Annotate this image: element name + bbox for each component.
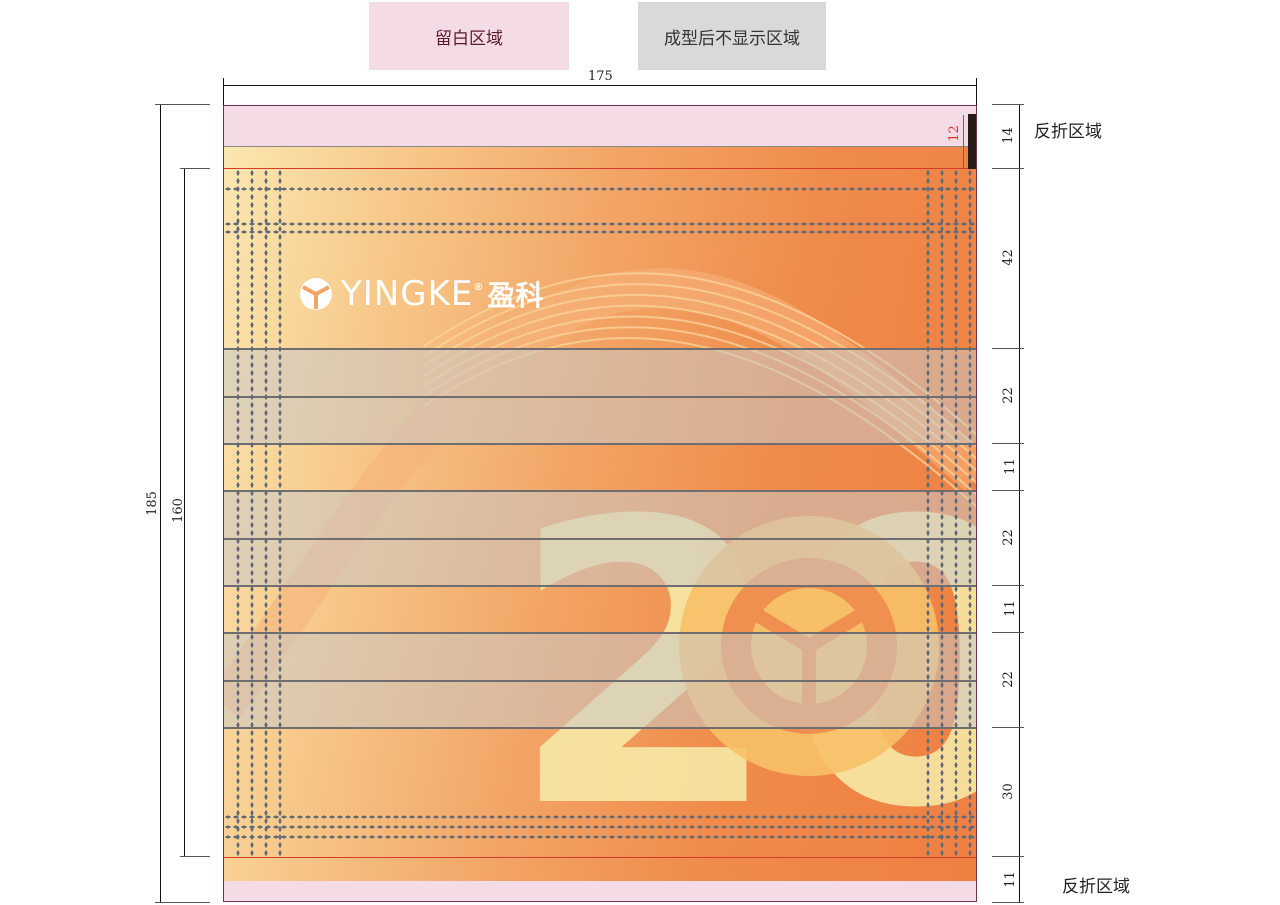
- right-tick: [992, 348, 1024, 349]
- fold-line-top: [224, 146, 976, 147]
- crease-line: [224, 727, 976, 729]
- total-height-value: 185: [144, 491, 160, 516]
- cut-line-top: [224, 168, 976, 169]
- legend-blank-area: 留白区域: [369, 2, 569, 70]
- top-inner-value: 12: [946, 125, 962, 142]
- seam-dots-bottom-1: [224, 815, 976, 819]
- right-tick: [992, 168, 1024, 169]
- seam-dots-top-3: [224, 230, 976, 234]
- segment-value: 30: [1000, 783, 1016, 800]
- crease-line: [224, 680, 976, 682]
- width-tick-right: [976, 78, 977, 105]
- crease-line: [224, 585, 976, 587]
- crease-line: [224, 348, 976, 350]
- legend-hidden-area: 成型后不显示区域: [638, 2, 826, 70]
- seam-dots-right-1: [926, 169, 930, 857]
- width-value: 175: [588, 69, 613, 84]
- right-tick: [992, 632, 1024, 633]
- crease-line: [224, 538, 976, 540]
- right-tick: [992, 443, 1024, 444]
- width-dimension-line: [223, 85, 977, 86]
- seam-dots-right-2: [940, 169, 944, 857]
- right-tick: [992, 727, 1024, 728]
- bottom-fold-blank: [224, 881, 976, 901]
- seam-dots-left-1: [236, 169, 240, 857]
- segment-value: 22: [1000, 671, 1016, 688]
- top-fold-blank: [224, 106, 976, 146]
- segment-value: 22: [1000, 529, 1016, 546]
- seam-dots-right-3: [954, 169, 958, 857]
- seam-dots-top-2: [224, 222, 976, 226]
- segment-value: 42: [1000, 249, 1016, 266]
- cut-line-bottom: [224, 857, 976, 858]
- seam-dots-left-4: [278, 169, 282, 857]
- right-tick: [992, 585, 1024, 586]
- total-height-tick-top: [155, 104, 210, 105]
- right-tick: [992, 856, 1024, 857]
- segment-value: 11: [1002, 871, 1018, 888]
- seam-dots-right-4: [968, 169, 972, 857]
- brand-name: YINGKE: [341, 274, 474, 314]
- total-height-line: [160, 105, 161, 902]
- segment-value: 11: [1002, 458, 1018, 475]
- inner-height-tick-top: [180, 168, 210, 169]
- fold-label-top: 反折区域: [1034, 122, 1102, 142]
- right-tick: [992, 902, 1024, 903]
- right-tick: [992, 104, 1024, 105]
- fold-label-bottom: 反折区域: [1062, 877, 1130, 897]
- crease-line: [224, 443, 976, 445]
- total-height-tick-bottom: [155, 902, 210, 903]
- crease-line: [224, 490, 976, 492]
- inner-height-value: 160: [170, 498, 186, 523]
- brand-logo: YINGKE ® 盈科: [299, 274, 543, 314]
- brand-name-cn: 盈科: [487, 279, 544, 312]
- width-tick-left: [223, 78, 224, 105]
- crease-line: [224, 632, 976, 634]
- inner-height-tick-bottom: [180, 856, 210, 857]
- top-inner-marker: [968, 114, 976, 169]
- seam-dots-bottom-3: [224, 835, 976, 839]
- crease-line: [224, 396, 976, 398]
- logo-icon: [300, 278, 332, 310]
- seam-dots-left-3: [264, 169, 268, 857]
- segment-top-fold: 14: [1000, 127, 1016, 144]
- right-tick: [992, 490, 1024, 491]
- inner-height-line: [184, 169, 185, 856]
- registered-mark: ®: [473, 281, 484, 293]
- seam-dots-left-2: [250, 169, 254, 857]
- right-dimension-line: [1019, 105, 1020, 902]
- seam-dots-bottom-2: [224, 825, 976, 829]
- top-inner-dim-line: [963, 115, 964, 168]
- segment-value: 11: [1002, 600, 1018, 617]
- legend-blank-label: 留白区域: [435, 28, 503, 49]
- legend-hidden-label: 成型后不显示区域: [664, 28, 800, 49]
- seam-dots-top-1: [224, 187, 976, 191]
- segment-value: 22: [1000, 387, 1016, 404]
- packaging-board: 20 YINGKE ® 盈科: [223, 105, 977, 902]
